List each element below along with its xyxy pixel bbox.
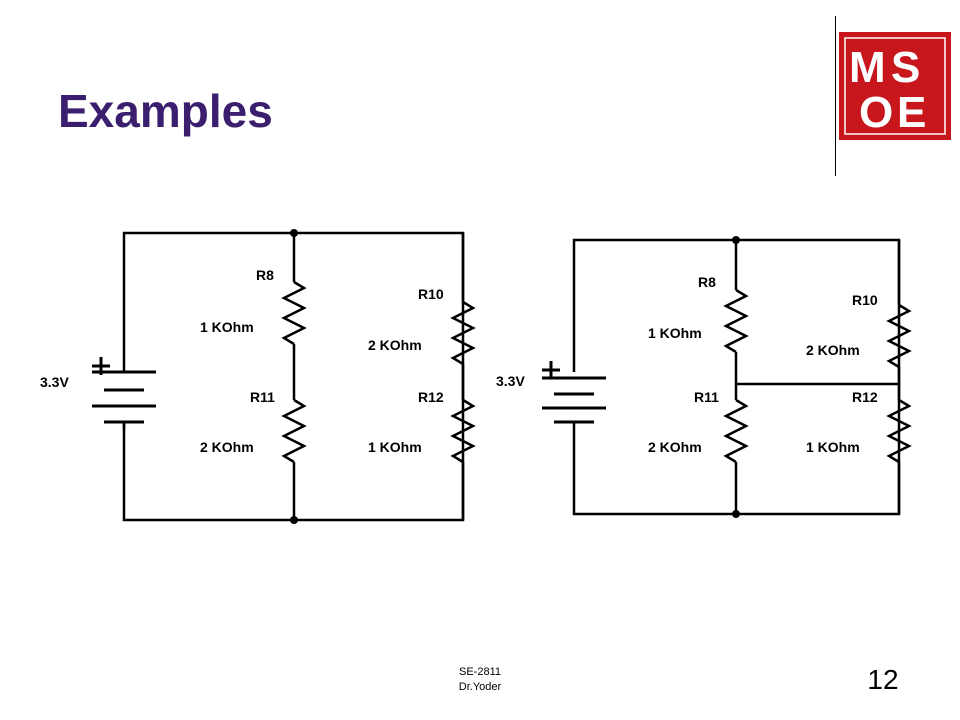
circuit-a <box>92 231 476 522</box>
junction-node <box>290 516 298 524</box>
junction-node <box>290 229 298 237</box>
author-name: Dr.Yoder <box>458 681 502 693</box>
msoe-logo: M S O E <box>839 32 951 140</box>
r11-label-b: R11 <box>694 389 719 405</box>
junction-node <box>732 236 740 244</box>
r11-value-a: 2 KOhm <box>200 439 254 455</box>
page-number: 12 <box>867 664 899 695</box>
circuit-diagrams: 3.3V R8 1 KOhm R11 2 KOhm R10 2 KOhm R12… <box>40 229 912 524</box>
r10-value-b: 2 KOhm <box>806 342 860 358</box>
course-code: SE-2811 <box>459 666 501 678</box>
r12-label-b: R12 <box>852 389 878 405</box>
r12-value-b: 1 KOhm <box>806 439 860 455</box>
r11-label-a: R11 <box>250 389 275 405</box>
r11-value-b: 2 KOhm <box>648 439 702 455</box>
source-label-a: 3.3V <box>40 374 69 390</box>
r12-value-a: 1 KOhm <box>368 439 422 455</box>
r8-label-b: R8 <box>698 274 716 290</box>
header-divider <box>835 16 836 176</box>
source-label-b: 3.3V <box>496 373 525 389</box>
junction-node <box>732 510 740 518</box>
svg-text:S: S <box>891 43 920 92</box>
svg-text:O: O <box>859 88 893 137</box>
circuit-b <box>542 238 912 516</box>
r12-label-a: R12 <box>418 389 444 405</box>
r8-label-a: R8 <box>256 267 274 283</box>
r8-value-a: 1 KOhm <box>200 319 254 335</box>
slide-title: Examples <box>58 85 273 137</box>
r8-value-b: 1 KOhm <box>648 325 702 341</box>
r10-value-a: 2 KOhm <box>368 337 422 353</box>
slide-footer: SE-2811 Dr.Yoder <box>430 665 530 695</box>
svg-text:E: E <box>897 88 926 137</box>
r10-label-b: R10 <box>852 292 878 308</box>
r10-label-a: R10 <box>418 286 444 302</box>
svg-text:M: M <box>849 43 886 92</box>
